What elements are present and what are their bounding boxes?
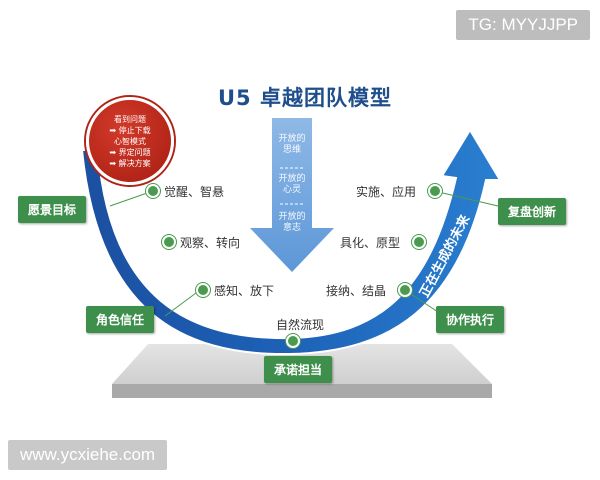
- stage-label: 观察、转向: [180, 236, 241, 250]
- red-circle-item: 心智模式: [114, 136, 146, 146]
- center-arrow-text: 开放的 意志: [278, 212, 306, 233]
- stage-label: 觉醒、智悬: [164, 185, 225, 199]
- center-arrow-text: 开放的 心灵: [278, 174, 306, 195]
- stage-dot: [428, 184, 442, 198]
- diagram-title: U5 卓越团队模型: [218, 86, 392, 110]
- red-circle-badge: 看到问题 ➡ 停止下载 心智模式 ➡ 界定问题 ➡ 解决方案: [86, 97, 174, 185]
- stage-dot: [196, 283, 210, 297]
- red-circle-item: ➡ 界定问题: [109, 147, 151, 157]
- center-arrow-text: 开放的 思维: [278, 134, 306, 155]
- vision-box: 愿景目标: [18, 196, 87, 223]
- role-trust-box: 角色信任: [86, 306, 155, 333]
- stage-dot: [412, 235, 426, 249]
- stage-dot: [398, 283, 412, 297]
- commitment-box: 承诺担当: [264, 356, 333, 383]
- watermark-top: TG: MYYJJPP: [456, 10, 590, 40]
- bottom-stage-label: 自然流现: [276, 318, 325, 332]
- stage-label: 感知、放下: [214, 284, 275, 298]
- center-down-arrow: [250, 118, 334, 272]
- collaboration-box: 协作执行: [436, 306, 505, 333]
- stage-dot: [162, 235, 176, 249]
- stage-label: 实施、应用: [356, 185, 417, 199]
- platform-front: [112, 384, 492, 398]
- stage-dot: [146, 184, 160, 198]
- stage-dot: [286, 334, 300, 348]
- red-circle-item: ➡ 停止下载: [109, 125, 151, 135]
- stage-label: 具化、原型: [340, 236, 401, 250]
- watermark-bottom: www.ycxiehe.com: [8, 440, 168, 470]
- red-circle-item: 看到问题: [114, 114, 146, 124]
- red-circle-item: ➡ 解决方案: [109, 158, 151, 168]
- stage-label: 接纳、结晶: [326, 284, 387, 298]
- review-innovation-box: 复盘创新: [498, 198, 567, 225]
- u-arrow-band: [80, 128, 502, 356]
